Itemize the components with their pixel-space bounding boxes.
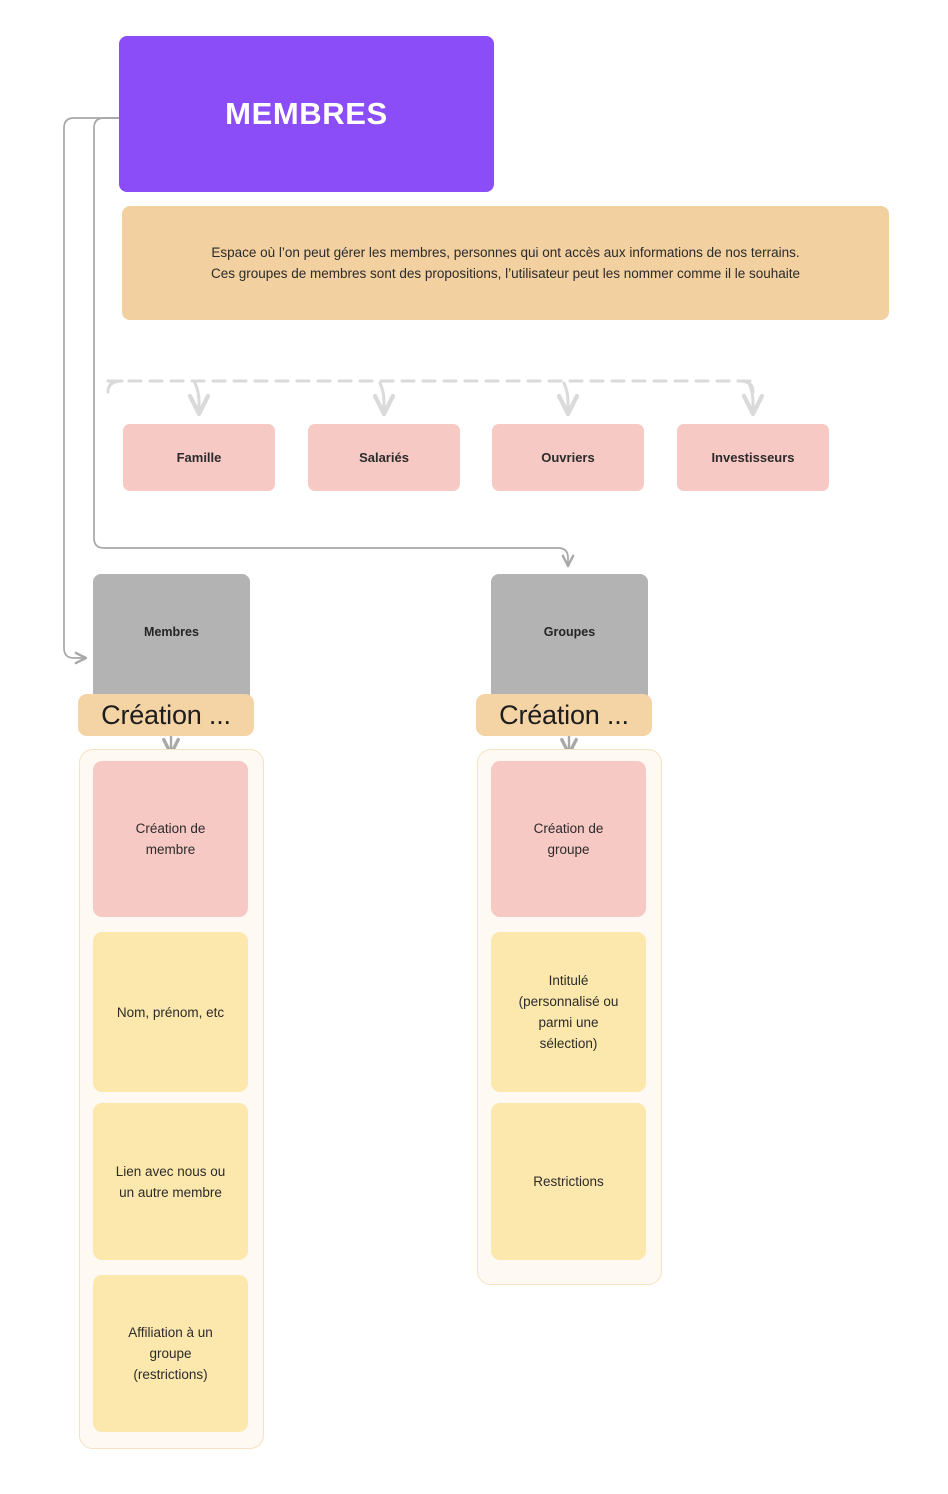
connector-dashed-to-famille — [187, 381, 211, 417]
category-label: Investisseurs — [711, 450, 795, 465]
card-label: Intitulé (personnalisé ou parmi une séle… — [518, 973, 619, 1051]
connector-dashed-to-investisseurs — [741, 381, 765, 417]
badge-creation-groupes[interactable]: Création ... — [476, 694, 652, 736]
card-affiliation-groupe[interactable]: Affiliation à un groupe (restrictions) — [93, 1275, 248, 1432]
card-restrictions[interactable]: Restrictions — [491, 1103, 646, 1260]
card-label: Affiliation à un groupe (restrictions) — [128, 1325, 213, 1382]
badge-creation-membres[interactable]: Création ... — [78, 694, 254, 736]
card-label: Nom, prénom, etc — [116, 1004, 225, 1020]
category-box-investisseurs[interactable]: Investisseurs — [677, 424, 829, 491]
section-box-membres[interactable]: Membres — [93, 574, 250, 714]
section-label: Membres — [144, 624, 199, 639]
card-label: Lien avec nous ou un autre membre — [115, 1163, 226, 1200]
category-box-salaries[interactable]: Salariés — [308, 424, 460, 491]
card-creation-de-groupe[interactable]: Création de groupe — [491, 761, 646, 917]
page-title: MEMBRES — [225, 96, 388, 131]
card-label: Restrictions — [533, 1174, 604, 1189]
section-label: Groupes — [543, 624, 596, 639]
connector-dashed-to-ouvriers — [556, 381, 580, 417]
badge-label: Création ... — [101, 699, 231, 730]
badge-label: Création ... — [499, 699, 629, 730]
card-lien-avec-nous[interactable]: Lien avec nous ou un autre membre — [93, 1103, 248, 1260]
section-box-groupes[interactable]: Groupes — [491, 574, 648, 714]
card-intitule[interactable]: Intitulé (personnalisé ou parmi une séle… — [491, 932, 646, 1092]
card-label: Création de groupe — [533, 821, 604, 857]
category-label: Salariés — [359, 450, 409, 465]
description-box: Espace où l’on peut gérer les membres, p… — [122, 206, 889, 320]
category-box-ouvriers[interactable]: Ouvriers — [492, 424, 644, 491]
connector-dashed-bus-right-curve — [738, 379, 755, 394]
category-box-famille[interactable]: Famille — [123, 424, 275, 491]
connector-dashed-to-salaries — [372, 381, 396, 417]
category-label: Ouvriers — [541, 450, 595, 465]
category-label: Famille — [176, 450, 222, 465]
description-line-1: Espace où l’on peut gérer les membres, p… — [211, 245, 800, 260]
connector-dashed-bus-left-curve — [106, 379, 124, 394]
description-line-2: Ces groupes de membres sont des proposit… — [210, 266, 801, 281]
title-box: MEMBRES — [119, 36, 494, 192]
card-nom-prenom[interactable]: Nom, prénom, etc — [93, 932, 248, 1092]
card-label: Création de membre — [135, 821, 206, 857]
card-creation-de-membre[interactable]: Création de membre — [93, 761, 248, 917]
